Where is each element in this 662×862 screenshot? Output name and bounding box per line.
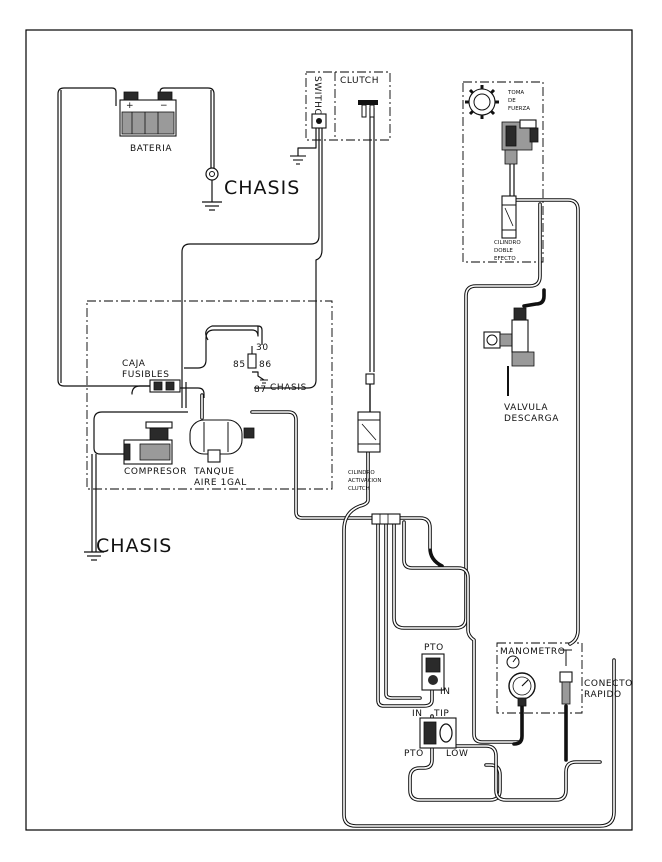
relay-chasis-label: CHASIS [270, 383, 307, 393]
clutch-label: CLUTCH [340, 76, 379, 86]
air-lines [200, 198, 616, 828]
pto-box [462, 81, 544, 263]
control-pto-label: PTO [404, 749, 424, 759]
toma-label-2: DE [508, 98, 516, 104]
svg-text:+: + [126, 101, 134, 111]
gear-icon [465, 85, 499, 119]
double-cylinder-label-1: CILINDRO [494, 240, 521, 246]
clutch-pedal-icon [358, 100, 378, 118]
fuse-box-icon [149, 379, 181, 393]
clutch-cylinder-label-2: ACTIVACION [348, 478, 381, 484]
control-valve-icon [419, 717, 457, 749]
pto-valve-label: PTO [424, 643, 444, 653]
control-tip-label: TIP [433, 709, 449, 719]
switch-box [305, 71, 391, 141]
control-in-label: IN [412, 709, 423, 719]
manometer-label: MANOMETRO [500, 647, 565, 657]
clutch-cylinder-label-3: CLUTCH [348, 486, 370, 492]
battery-label: BATERIA [130, 144, 172, 154]
battery-icon: + − [119, 91, 177, 137]
relay-ground-icon [260, 379, 268, 384]
pressure-gauge-icon [506, 655, 536, 707]
toma-label-3: FUERZA [508, 106, 530, 112]
double-cylinder-label-2: DOBLE [494, 248, 513, 254]
relief-valve-icon [483, 307, 535, 396]
air-manifold-icon [371, 513, 401, 525]
tank-label-1: TANQUE [193, 467, 235, 477]
compressor-box [86, 300, 333, 490]
electric-wires [57, 87, 375, 552]
relay-30-label: 30 [256, 343, 269, 353]
quick-connector-icon [559, 649, 573, 705]
relief-valve-label-1: VALVULA [504, 403, 548, 413]
clutch-cylinder-label-1: CILINDRO [348, 470, 375, 476]
fuse-box-label-1: CAJA [122, 359, 146, 369]
pto-valve-in-label: IN [440, 687, 451, 697]
chasis-ground-icon [84, 551, 104, 561]
relief-valve-label-2: DESCARGA [504, 414, 559, 424]
fuse-box-label-2: FUSIBLES [122, 370, 170, 380]
air-tank-icon [189, 419, 255, 463]
double-cylinder-label-3: EFECTO [494, 256, 516, 262]
relay-icon [247, 346, 257, 369]
quick-connector-label-1: CONECTO [584, 679, 633, 689]
tank-label-2: AIRE 1GAL [194, 478, 247, 488]
pto-valve-icon [421, 653, 445, 691]
chasis-left-label: CHASIS [96, 535, 172, 557]
toma-label-1: TOMA [507, 90, 524, 96]
switch-ground-icon [290, 155, 306, 165]
manometer-box [496, 642, 583, 714]
relay-86-label: 86 [259, 360, 272, 370]
double-acting-cylinder-icon [501, 195, 517, 239]
chasis-battery-label: CHASIS [224, 177, 300, 199]
drawing-frame [25, 29, 633, 831]
compressor-icon [123, 421, 173, 465]
relay-85-label: 85 [233, 360, 246, 370]
clutch-cylinder-icon [357, 373, 381, 453]
switch-icon [311, 113, 327, 129]
ground-icon [202, 167, 222, 211]
svg-text:−: − [160, 101, 168, 111]
quick-connector-label-2: RAPIDO [584, 690, 622, 700]
pto-unit-icon [501, 119, 539, 165]
relay-87-label: 87 [254, 385, 267, 395]
control-low-label: LOW [446, 749, 468, 759]
switch-label: SWITHC [312, 76, 322, 115]
compressor-label: COMPRESOR [124, 467, 187, 477]
